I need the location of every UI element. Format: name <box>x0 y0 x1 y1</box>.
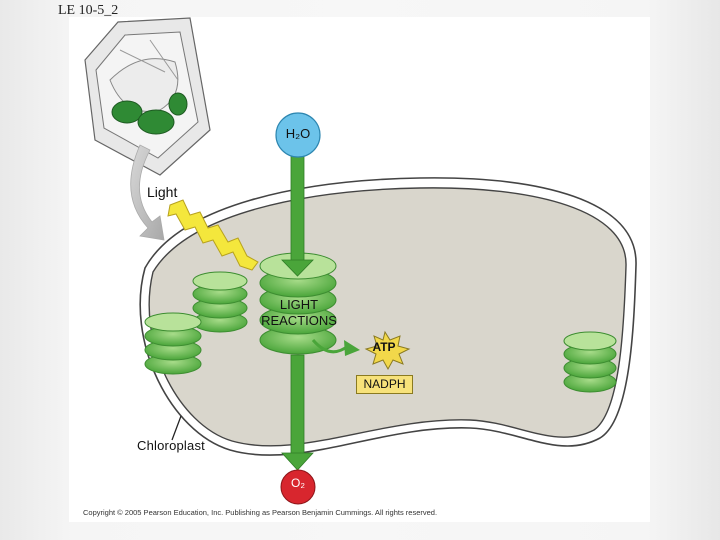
chloroplast-envelope <box>139 177 637 456</box>
slide-title: LE 10-5_2 <box>58 3 119 18</box>
zoom-arrow <box>130 144 165 241</box>
granum-left-front <box>144 312 202 375</box>
leaf-cell-illustration <box>84 17 211 176</box>
light-bolt <box>167 199 259 271</box>
o2-label: O₂ <box>291 476 305 490</box>
chloroplast-pointer <box>171 415 182 441</box>
granum-right <box>563 331 617 393</box>
h2o-bubble <box>275 112 321 158</box>
o2-bubble <box>280 469 316 505</box>
copyright-text: Copyright © 2005 Pearson Education, Inc.… <box>83 508 438 517</box>
water-arrow <box>281 149 314 277</box>
granum-center <box>259 252 337 355</box>
nadph-label: NADPH <box>356 375 413 394</box>
atp-star <box>364 330 411 371</box>
chloroplast-label: Chloroplast <box>137 438 205 453</box>
granum-left-back <box>192 271 248 333</box>
atp-label: ATP <box>372 340 396 354</box>
light-reactions-line2: REACTIONS <box>261 313 337 328</box>
light-reactions-label: LIGHT REACTIONS <box>251 297 347 329</box>
oxygen-arrow <box>281 354 314 471</box>
light-reactions-line1: LIGHT <box>279 297 319 312</box>
h2o-label: H₂O <box>285 126 311 141</box>
light-label: Light <box>147 184 178 200</box>
